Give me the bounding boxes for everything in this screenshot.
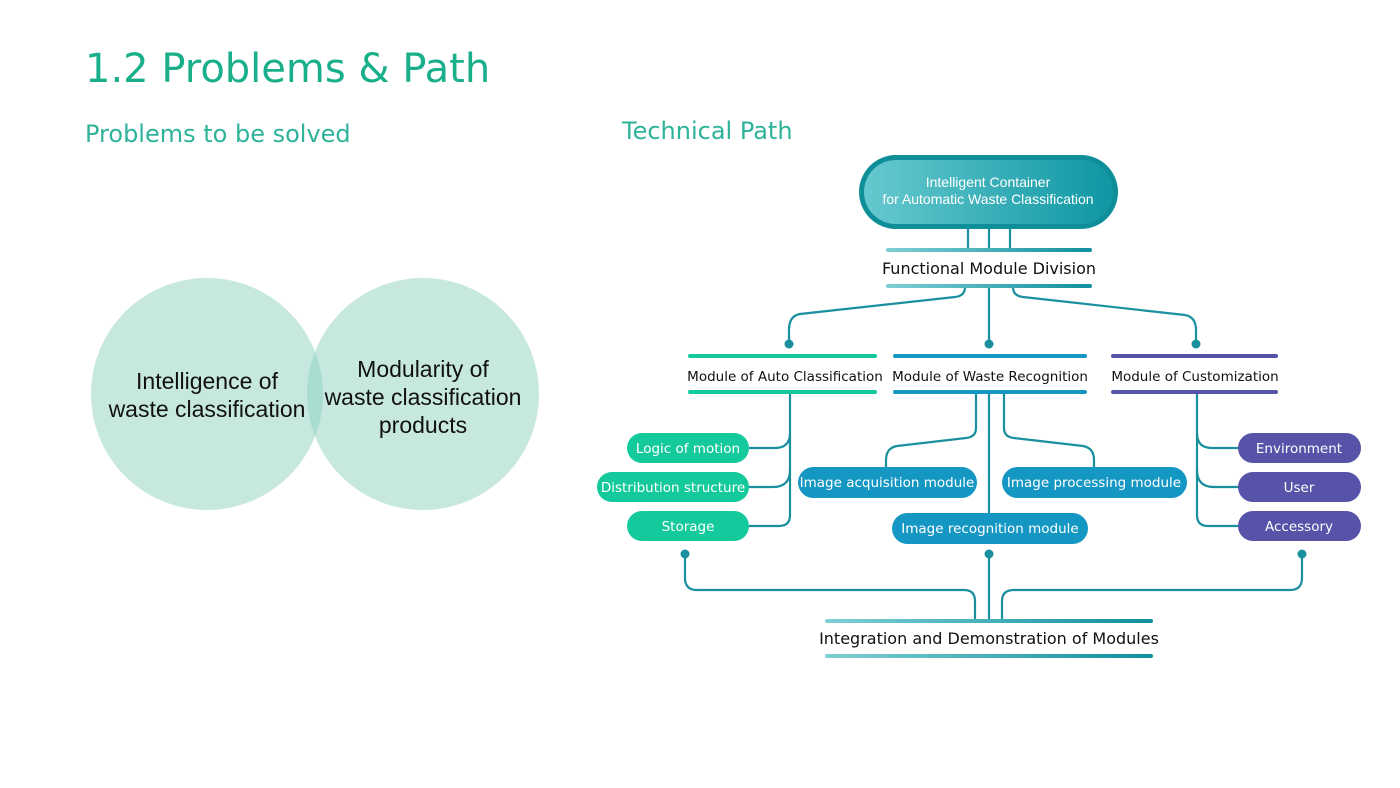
root-line-1: Intelligent Container: [926, 174, 1051, 190]
svg-text:Distribution structure: Distribution structure: [601, 480, 745, 496]
svg-text:Storage: Storage: [662, 519, 715, 535]
venn-left-label: Intelligence of waste classification: [92, 367, 322, 423]
item-user: User: [1238, 472, 1361, 502]
venn-left-line-2: waste classification: [108, 396, 306, 422]
item-image-processing: Image processing module: [1002, 467, 1187, 498]
venn-circles: [91, 278, 539, 510]
venn-right-line-2: waste classification: [324, 384, 522, 410]
module-auto-classification: Module of Auto Classification: [687, 354, 883, 394]
connector-dots: [680, 339, 1307, 559]
item-environment: Environment: [1238, 433, 1361, 463]
item-logic-of-motion: Logic of motion: [627, 433, 749, 463]
svg-text:User: User: [1284, 480, 1315, 496]
venn-right-label: Modularity of waste classification produ…: [308, 355, 538, 439]
page-title: 1.2 Problems & Path: [85, 46, 491, 92]
connector-lines: [683, 226, 1304, 620]
module-waste-recognition: Module of Waste Recognition: [892, 354, 1088, 394]
problems-section-title: Problems to be solved: [85, 120, 351, 148]
integration-node: Integration and Demonstration of Modules: [819, 619, 1159, 658]
item-image-acquisition: Image acquisition module: [798, 467, 977, 498]
module-customization-label: Module of Customization: [1111, 369, 1278, 385]
svg-text:Environment: Environment: [1256, 441, 1342, 457]
root-node: Intelligent Container for Automatic Wast…: [859, 155, 1118, 229]
item-distribution-structure: Distribution structure: [597, 472, 749, 502]
root-line-2: for Automatic Waste Classification: [882, 191, 1093, 207]
svg-text:Image acquisition module: Image acquisition module: [800, 475, 975, 491]
item-accessory: Accessory: [1238, 511, 1361, 541]
module-auto-classification-label: Module of Auto Classification: [687, 369, 883, 385]
svg-text:Image processing module: Image processing module: [1007, 475, 1181, 491]
svg-text:Logic of motion: Logic of motion: [636, 441, 740, 457]
waste-recognition-items: Image acquisition module Image processin…: [798, 467, 1187, 544]
problems-venn-diagram: Intelligence of waste classification Mod…: [85, 270, 555, 520]
venn-right-line-1: Modularity of: [357, 356, 489, 382]
customization-items: Environment User Accessory: [1238, 433, 1361, 541]
item-image-recognition: Image recognition module: [892, 513, 1088, 544]
division-node: Functional Module Division: [882, 248, 1096, 288]
svg-text:Image recognition module: Image recognition module: [901, 521, 1078, 537]
svg-text:Accessory: Accessory: [1265, 519, 1333, 535]
module-waste-recognition-label: Module of Waste Recognition: [892, 369, 1088, 385]
venn-left-circle: [91, 278, 323, 510]
venn-right-circle: [307, 278, 539, 510]
venn-right-line-3: products: [378, 412, 468, 438]
module-customization: Module of Customization: [1111, 354, 1279, 394]
technical-path-title: Technical Path: [622, 117, 793, 145]
integration-label: Integration and Demonstration of Modules: [819, 629, 1159, 648]
venn-left-line-1: Intelligence of: [136, 368, 278, 394]
division-label: Functional Module Division: [882, 259, 1096, 278]
item-storage: Storage: [627, 511, 749, 541]
auto-classification-items: Logic of motion Distribution structure S…: [597, 433, 749, 541]
